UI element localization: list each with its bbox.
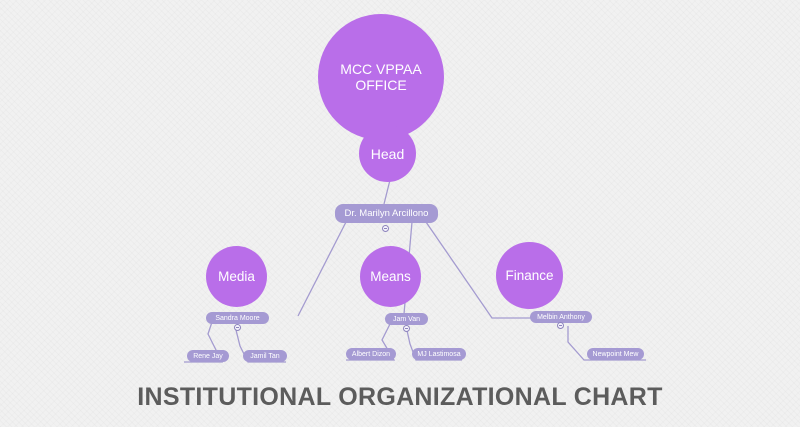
member-name-jamil: Jamil Tan [250,352,280,360]
connector-to-melbin [425,221,534,319]
head-node-label: Head [370,145,405,162]
head-person-pill[interactable]: Dr. Marilyn Arcillono [335,204,438,223]
dept-circle-finance[interactable]: Finance [496,242,563,309]
lead-pill-jam[interactable]: Jam Van [385,313,428,325]
chart-title: INSTITUTIONAL ORGANIZATIONAL CHART [137,383,663,411]
lead-melbin-collapse-icon[interactable] [557,322,564,329]
head-person-collapse-icon[interactable] [382,225,389,232]
connector-sandra-rene [184,321,224,363]
dept-circle-means[interactable]: Means [360,246,421,307]
lead-jam-collapse-icon[interactable] [403,325,410,332]
member-pill-newpoint[interactable]: Newpoint Mew [587,348,644,360]
lead-pill-sandra[interactable]: Sandra Moore [206,312,269,324]
member-name-albert: Albert Dizon [351,350,391,358]
lead-name-jam: Jam Van [392,315,421,323]
root-node-label: MCC VPPAA OFFICE [340,61,422,93]
head-person-name: Dr. Marilyn Arcillono [344,208,429,219]
dept-label-finance: Finance [505,268,554,283]
dept-label-means: Means [370,269,411,284]
member-pill-mj[interactable]: MJ Lastimosa [412,348,466,360]
member-pill-rene[interactable]: Rene Jay [187,350,229,362]
member-pill-jamil[interactable]: Jamil Tan [243,350,287,362]
lead-name-melbin: Melbin Anthony [537,313,585,321]
head-node-circle[interactable]: Head [359,125,416,182]
member-name-rene: Rene Jay [193,352,223,360]
root-node-circle[interactable]: MCC VPPAA OFFICE [318,14,444,140]
connector-to-sandra [297,221,347,317]
member-pill-albert[interactable]: Albert Dizon [346,348,396,360]
member-name-mj: MJ Lastimosa [417,350,461,358]
lead-sandra-collapse-icon[interactable] [234,324,241,331]
lead-pill-melbin[interactable]: Melbin Anthony [530,311,592,323]
lead-name-sandra: Sandra Moore [215,314,260,322]
member-name-newpoint: Newpoint Mew [592,350,639,358]
dept-circle-media[interactable]: Media [206,246,267,307]
dept-label-media: Media [218,269,255,284]
connector-melbin-newpoint [567,326,646,361]
